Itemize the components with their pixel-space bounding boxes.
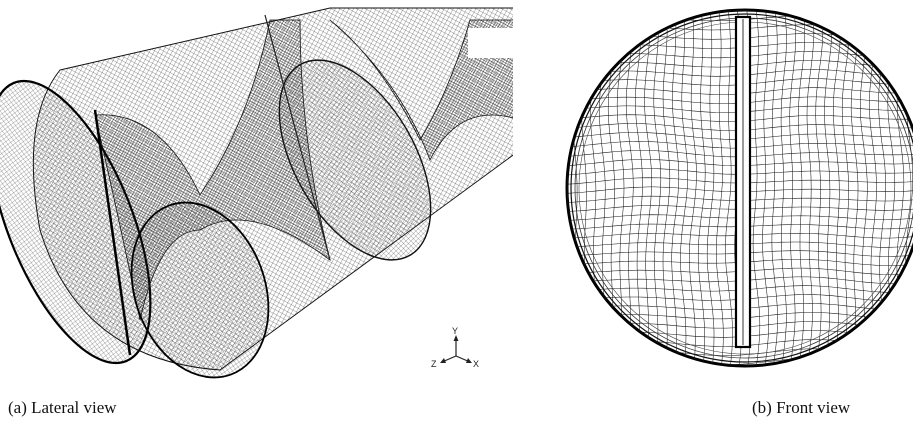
front-view-figure	[555, 0, 913, 385]
lateral-mesh-drawing: Y X Z	[0, 7, 513, 379]
axis-z-label: Z	[431, 359, 437, 369]
axis-triad-icon: Y X Z	[431, 326, 479, 369]
axis-x-label: X	[473, 359, 479, 369]
caption-lateral-view: (a) Lateral view	[8, 398, 117, 417]
axis-y-label: Y	[452, 326, 458, 336]
lateral-view-figure: Y X Z	[0, 7, 513, 379]
caption-front-view: (b) Front view	[752, 398, 851, 417]
helical-blade-upper	[329, 19, 513, 161]
front-mesh-drawing	[565, 8, 913, 368]
blade-disk-lower	[130, 201, 270, 379]
